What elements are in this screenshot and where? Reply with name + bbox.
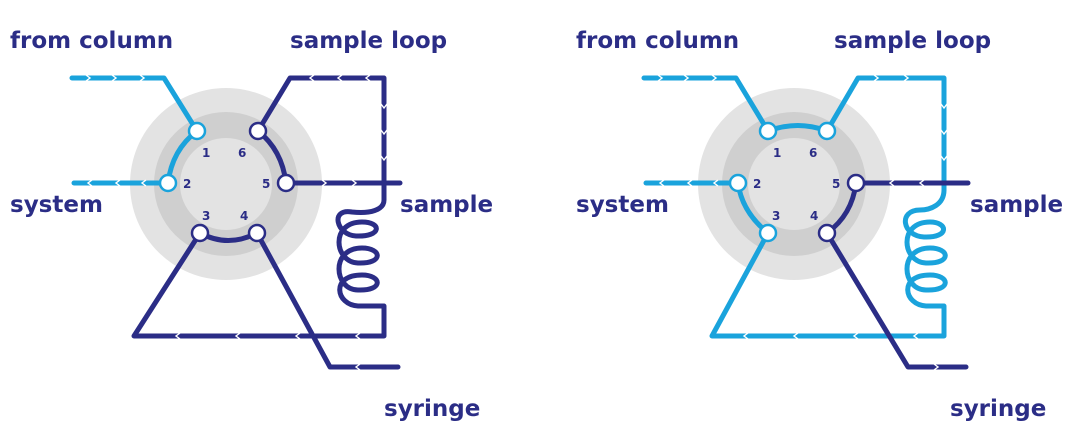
port-4	[247, 223, 267, 243]
valve-panel-load: 1 2 3 4 5 6 from column sample loop syst…	[10, 28, 494, 422]
from-column-label: from column	[10, 28, 174, 54]
port-1-number: 1	[773, 146, 781, 160]
sample-label: sample	[970, 192, 1064, 218]
port-6	[248, 121, 268, 141]
port-3	[190, 223, 210, 243]
from-column-label: from column	[576, 28, 740, 54]
port-1-number: 1	[202, 146, 210, 160]
coil-loop	[709, 187, 948, 339]
port-5-number: 5	[262, 177, 270, 191]
from-column-line	[69, 75, 200, 134]
syringe-label: syringe	[384, 396, 481, 422]
port-6-number: 6	[809, 146, 817, 160]
valve-core	[180, 138, 272, 230]
system-label: system	[576, 192, 669, 218]
port-2	[728, 173, 748, 193]
valve-core	[748, 138, 840, 230]
port-4-number: 4	[240, 209, 248, 223]
port-3	[758, 223, 778, 243]
port-5-number: 5	[832, 177, 840, 191]
sample-label: sample	[400, 192, 494, 218]
sample-loop-label: sample loop	[290, 28, 448, 54]
valve-diagram-load: 1 2 3 4 5 6	[69, 74, 403, 371]
port-4	[817, 223, 837, 243]
valve-panel-inject: 1 2 3 4 5 6 from column sample loop syst…	[568, 0, 1080, 442]
port-5	[846, 173, 866, 193]
sample-loop-label: sample loop	[834, 28, 992, 54]
coil-loop	[131, 180, 387, 339]
port-2-number: 2	[753, 177, 761, 191]
port-3-number: 3	[772, 209, 780, 223]
syringe-line	[824, 230, 969, 370]
port-4-number: 4	[810, 209, 818, 223]
syringe-label: syringe	[950, 396, 1047, 422]
port-3-number: 3	[202, 209, 210, 223]
port-2	[158, 173, 178, 193]
system-label: system	[10, 192, 103, 218]
port-1	[758, 121, 778, 141]
port-1	[187, 121, 207, 141]
from-column-line	[641, 75, 771, 134]
syringe-line	[254, 230, 401, 370]
port-2-number: 2	[183, 177, 191, 191]
port-6-number: 6	[238, 146, 246, 160]
port-6	[817, 121, 837, 141]
valve-diagram-inject: 1 2 3 4 5 6	[641, 74, 971, 371]
port-5	[276, 173, 296, 193]
